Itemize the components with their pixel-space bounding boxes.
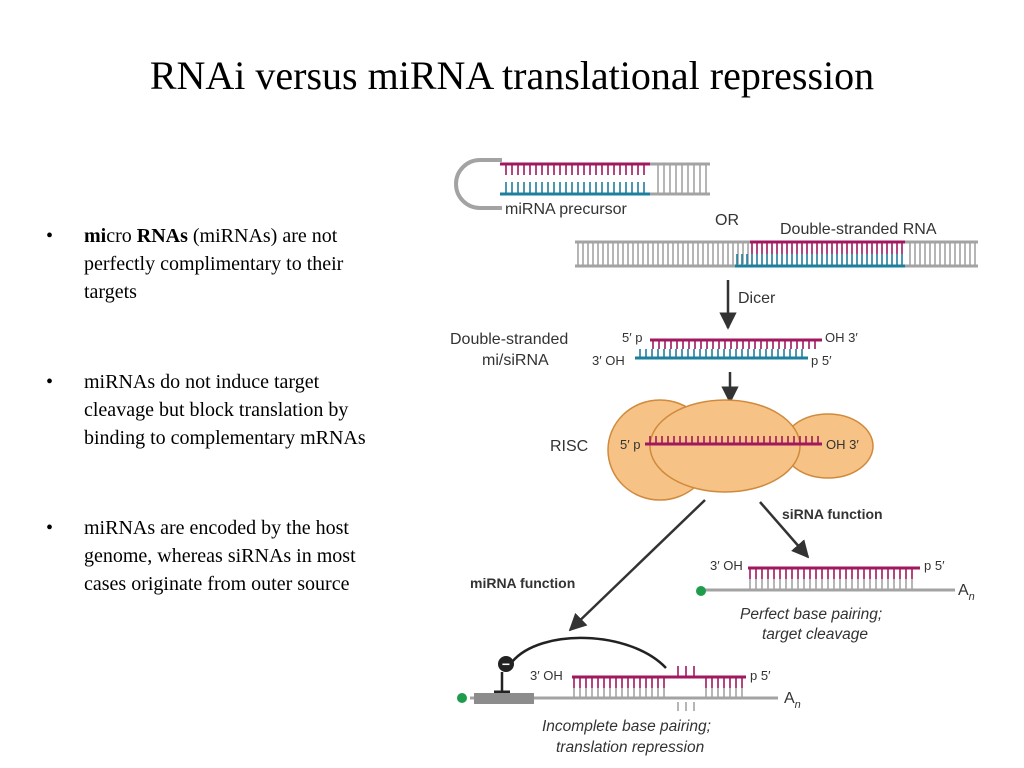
bullet-item: • micro RNAs (miRNAs) are not perfectly … bbox=[40, 222, 385, 306]
bullet-text-rest: (miRNAs) are not perfectly complimentary… bbox=[84, 225, 344, 303]
risc-five-prime-label: 5′ p bbox=[620, 437, 641, 452]
bullet-item: • miRNAs are encoded by the host genome,… bbox=[40, 514, 385, 598]
five-prime-p-label: 5′ p bbox=[622, 330, 643, 345]
slide-title: RNAi versus miRNA translational repressi… bbox=[149, 53, 875, 98]
misirna-base-pairs bbox=[639, 341, 816, 357]
bullet-dot: • bbox=[46, 371, 54, 393]
bullet-bold-mi: mi bbox=[84, 225, 107, 247]
or-label: OR bbox=[715, 212, 739, 229]
sirna-mrna-cap bbox=[696, 586, 706, 596]
incomplete-pairing-label-1: Incomplete base pairing; bbox=[542, 718, 711, 735]
ds-misirna-label-1: Double-stranded bbox=[450, 331, 568, 348]
bullet-dot: • bbox=[46, 517, 54, 539]
minus-icon: − bbox=[502, 656, 510, 672]
mirna-three-oh-label: 3′ OH bbox=[530, 668, 563, 683]
repression-curve bbox=[511, 636, 667, 669]
risc-complex: 5′ p OH 3′ RISC bbox=[550, 399, 874, 501]
perfect-pairing-label-2: target cleavage bbox=[762, 626, 868, 643]
mirna-mrna-cap bbox=[457, 693, 467, 703]
mirna-polya-label: An bbox=[784, 690, 801, 711]
bullet-text-cro: cro bbox=[106, 225, 137, 247]
sirna-polya-label: An bbox=[958, 582, 975, 603]
bullet-bold-rnas: RNAs bbox=[136, 225, 188, 247]
mirna-coding-region bbox=[474, 693, 534, 704]
rnai-diagram: miRNA precursor OR Double-stranded RNA D… bbox=[450, 158, 978, 756]
bullet-dot: • bbox=[46, 225, 54, 247]
mirna-base-pairs bbox=[573, 666, 743, 711]
p-five-prime-label: p 5′ bbox=[811, 353, 832, 368]
bullet-list: • micro RNAs (miRNAs) are not perfectly … bbox=[40, 222, 385, 660]
dsrna: OR Double-stranded RNA bbox=[575, 212, 978, 268]
bullet-item: • miRNAs do not induce target cleavage b… bbox=[40, 368, 385, 452]
sirna-function-arrow bbox=[759, 501, 810, 559]
sirna-base-pairs bbox=[749, 569, 913, 589]
sirna-target-complex: 3′ OH p 5′ An Perfect base pairing; targ… bbox=[696, 558, 975, 643]
mirna-p-five-label: p 5′ bbox=[750, 668, 771, 683]
mirna-function-label: miRNA function bbox=[470, 575, 575, 591]
ds-misirna: Double-stranded mi/siRNA 5′ p OH 3′ 3′ O… bbox=[450, 330, 858, 369]
repression-minus-circle bbox=[498, 656, 514, 672]
bullet-text: miRNAs do not induce target cleavage but… bbox=[84, 371, 366, 449]
risc-center-body bbox=[649, 399, 801, 493]
bullet-text: miRNAs are encoded by the host genome, w… bbox=[84, 517, 356, 595]
sirna-three-oh-label: 3′ OH bbox=[710, 558, 743, 573]
mirna-precursor-label: miRNA precursor bbox=[505, 201, 627, 218]
oh-three-prime-label: OH 3′ bbox=[825, 330, 858, 345]
mirna-target-complex: − 3′ OH p 5′ An Incomplete base pairing;… bbox=[457, 636, 801, 756]
hairpin-loop bbox=[454, 158, 502, 210]
risc-oh-three-label: OH 3′ bbox=[826, 437, 859, 452]
dsrna-label: Double-stranded RNA bbox=[780, 221, 937, 238]
three-prime-oh-label: 3′ OH bbox=[592, 353, 625, 368]
mirna-precursor-hairpin: miRNA precursor bbox=[454, 158, 710, 218]
perfect-pairing-label-1: Perfect base pairing; bbox=[740, 606, 882, 623]
sirna-function-label: siRNA function bbox=[782, 506, 883, 522]
incomplete-pairing-label-2: translation repression bbox=[556, 739, 704, 756]
mirna-function-arrow bbox=[568, 499, 706, 632]
dicer-label: Dicer bbox=[738, 290, 776, 307]
risc-guide-bases bbox=[649, 436, 819, 444]
ds-misirna-label-2: mi/siRNA bbox=[482, 352, 549, 369]
dsrna-base-pairs bbox=[577, 243, 976, 265]
risc-label: RISC bbox=[550, 438, 588, 455]
precursor-base-pairs bbox=[505, 165, 707, 193]
sirna-p-five-label: p 5′ bbox=[924, 558, 945, 573]
